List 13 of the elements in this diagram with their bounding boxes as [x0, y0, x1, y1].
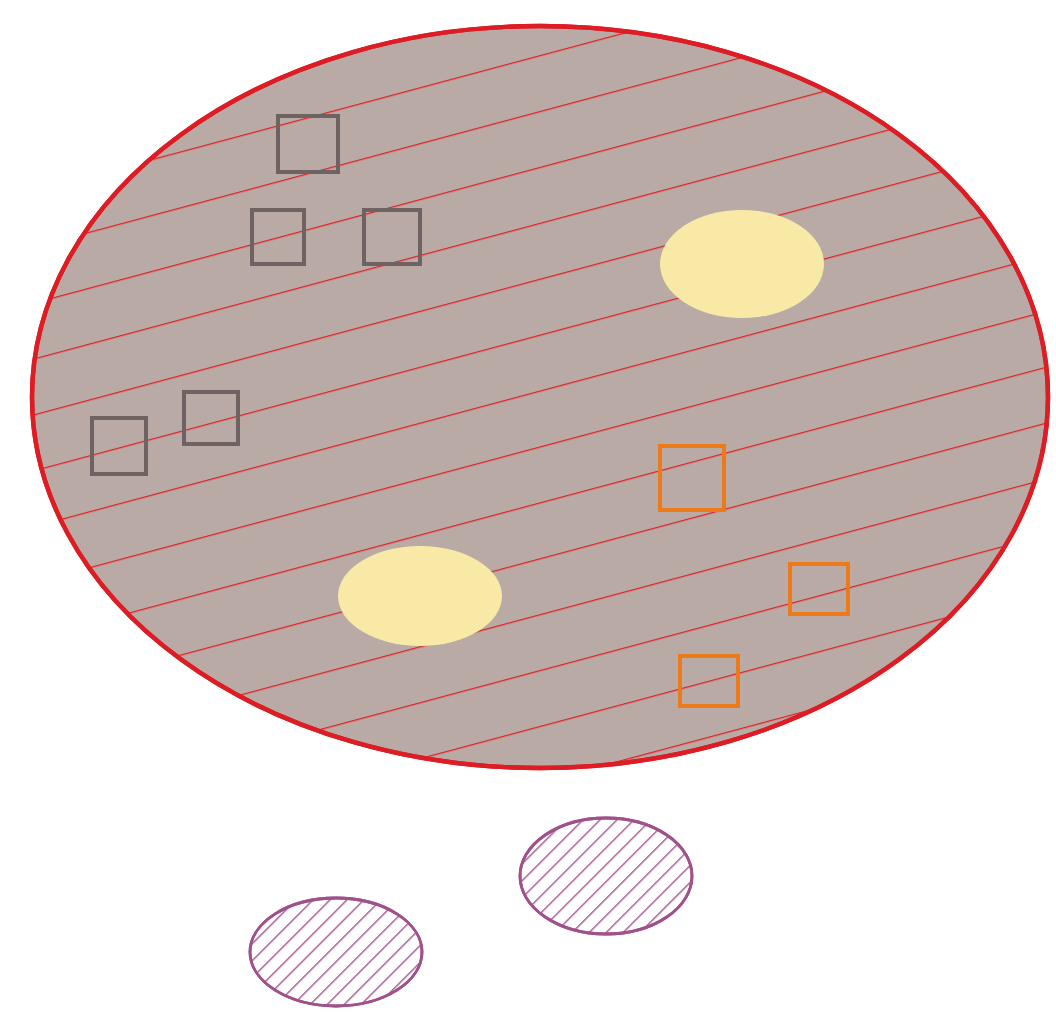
- oval-spot: [336, 544, 504, 648]
- hatched-ellipse: [30, 24, 1050, 770]
- hatched-oval: [518, 816, 694, 936]
- square-marker: [658, 444, 726, 512]
- oval-spot: [658, 208, 826, 320]
- square-marker: [182, 390, 240, 446]
- square-marker: [678, 654, 740, 708]
- square-marker: [362, 208, 422, 266]
- square-marker: [276, 114, 340, 174]
- square-marker: [250, 208, 306, 266]
- square-marker: [788, 562, 850, 616]
- hatched-oval: [248, 896, 424, 1008]
- square-marker: [90, 416, 148, 476]
